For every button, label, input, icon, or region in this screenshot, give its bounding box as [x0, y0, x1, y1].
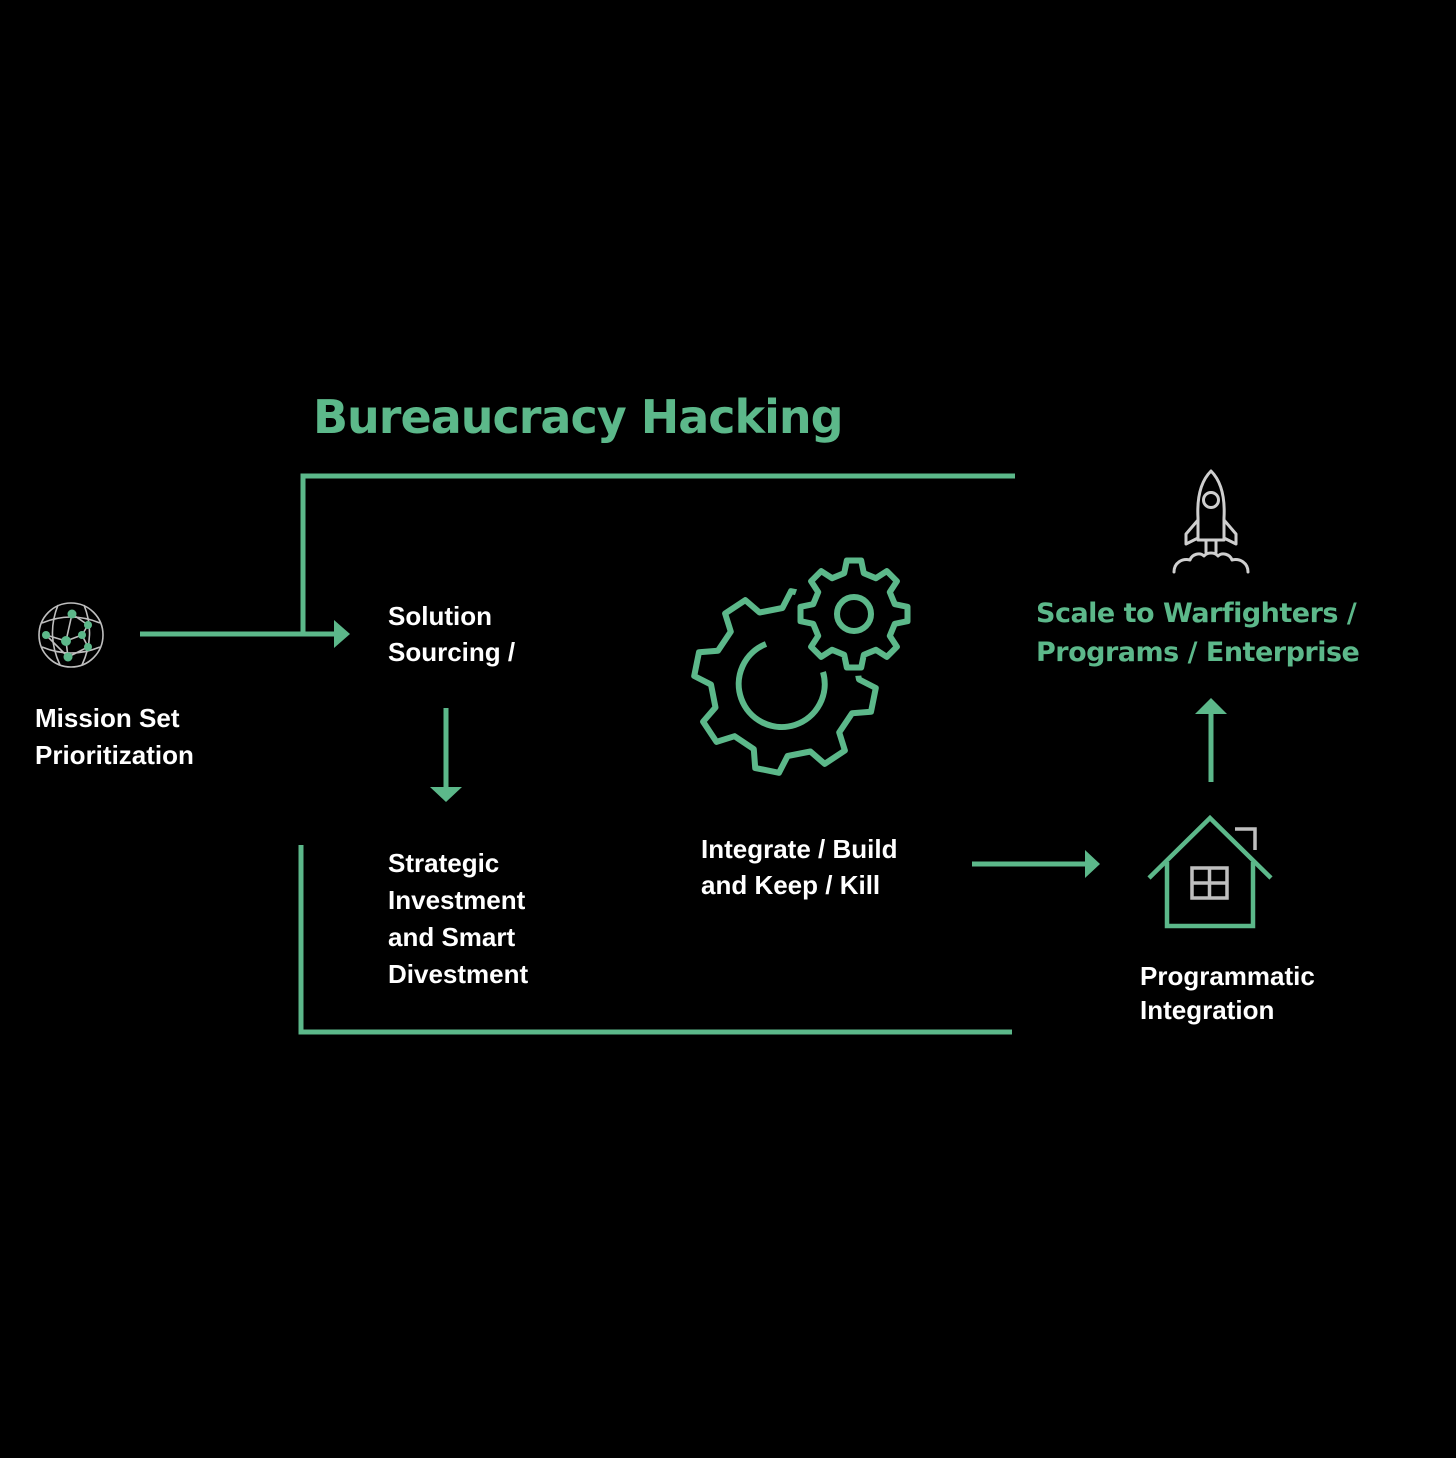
step-strategic-line-2: Investment: [388, 885, 526, 915]
step-scale-line-2: Programs / Enterprise: [1036, 637, 1360, 668]
step-integrate-label: Integrate / Build and Keep / Kill: [701, 831, 897, 903]
step-integrate-line-1: Integrate / Build: [701, 834, 898, 864]
step-sourcing-label: Solution Sourcing /: [388, 598, 515, 670]
arrowhead-down-sourcing: [430, 787, 462, 802]
step-strategic-line-1: Strategic: [388, 848, 500, 878]
step-programmatic-line-1: Programmatic: [1140, 961, 1315, 991]
step-integrate-line-2: and Keep / Kill: [701, 870, 881, 900]
rocket-icon: [1172, 469, 1250, 574]
step-mission-label: Mission Set Prioritization: [35, 700, 194, 774]
arrowhead-up-programmatic: [1195, 698, 1227, 714]
arrowhead-right-mission: [334, 620, 350, 648]
network-globe-icon: [38, 602, 104, 668]
house-icon: [1147, 814, 1273, 929]
step-sourcing-line-2: Sourcing /: [388, 637, 516, 667]
gears-icon: [691, 557, 911, 776]
bracket-bottom: [298, 845, 1012, 1035]
arrowhead-right-integrate: [1085, 850, 1100, 878]
step-scale-line-1: Scale to Warfighters /: [1036, 598, 1357, 629]
step-scale-label: Scale to Warfighters / Programs / Enterp…: [1036, 594, 1360, 672]
step-mission-line-1: Mission Set: [35, 703, 180, 733]
diagram-title: Bureaucracy Hacking: [313, 390, 844, 444]
step-strategic-label: Strategic Investment and Smart Divestmen…: [388, 845, 528, 993]
step-programmatic-label: Programmatic Integration: [1140, 959, 1315, 1027]
step-mission-line-2: Prioritization: [35, 740, 194, 770]
bracket-top: [300, 473, 1015, 636]
step-programmatic-line-2: Integration: [1140, 995, 1275, 1025]
step-strategic-line-4: Divestment: [388, 959, 529, 989]
step-strategic-line-3: and Smart: [388, 922, 516, 952]
step-sourcing-line-1: Solution: [388, 601, 492, 631]
